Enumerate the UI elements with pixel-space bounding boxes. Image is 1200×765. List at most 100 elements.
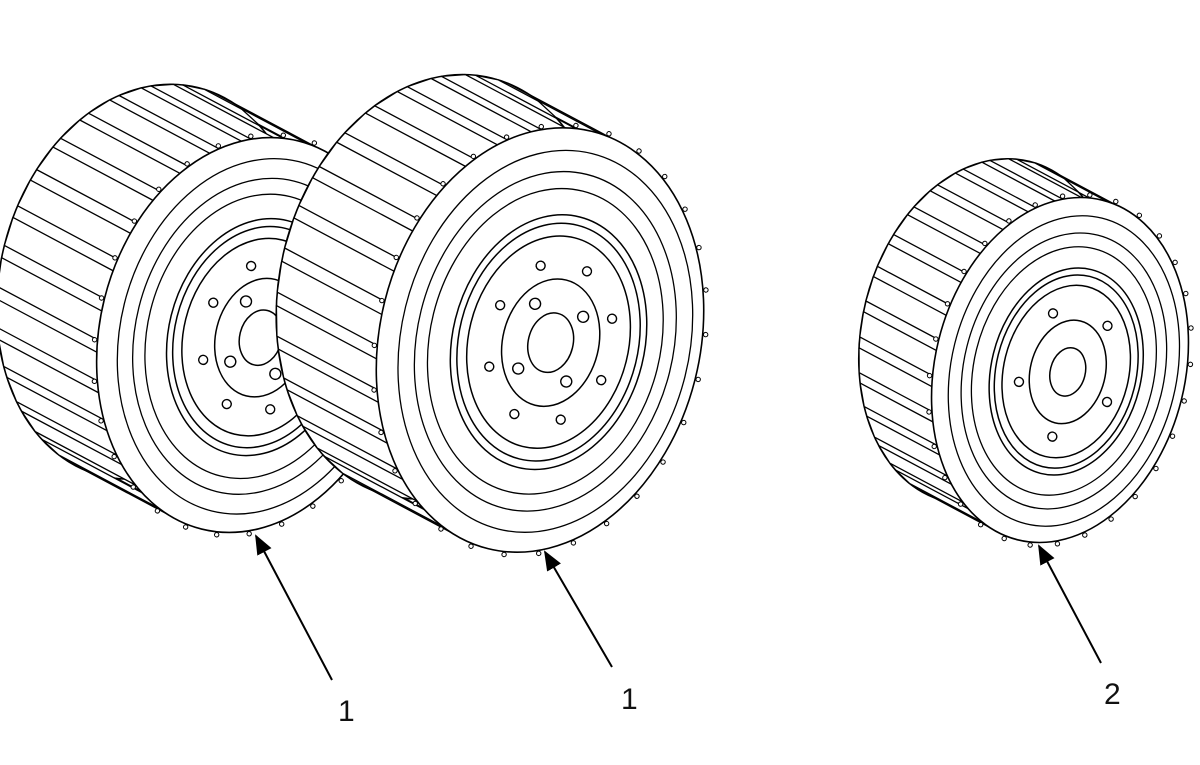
tread-notch (468, 543, 474, 549)
tread-notch (538, 123, 544, 130)
callout-label-2: 2 (1104, 678, 1121, 711)
hub-stud (269, 367, 282, 381)
tread-notch (603, 520, 610, 527)
tread-notch (91, 337, 98, 343)
tread-notch (933, 336, 939, 342)
tread-notch (1156, 233, 1163, 239)
tread-notch (1027, 542, 1033, 548)
tread-notch (278, 521, 285, 527)
tread-notch (1059, 193, 1066, 199)
lug-nut (535, 260, 546, 271)
tread-notch (702, 331, 709, 338)
tread-notch (606, 131, 612, 137)
tread-notch (570, 540, 577, 546)
sidewall-ring (413, 170, 677, 512)
lug-nut (197, 354, 209, 366)
tread-notch (662, 173, 668, 180)
sidewall-ring (960, 232, 1168, 510)
tread-notch (98, 418, 104, 424)
lug-nut (1013, 376, 1025, 388)
tread-notch (682, 206, 688, 212)
tread-notch (371, 342, 378, 349)
tread-notch (942, 474, 948, 481)
tread-notch (931, 443, 937, 450)
tread-notch (98, 295, 105, 301)
sidewall-ring (426, 187, 664, 495)
hub-center (527, 312, 575, 374)
tread-notch (1188, 325, 1194, 331)
tread-notch (154, 508, 161, 514)
tread-notch (503, 134, 510, 140)
sidewall-ring (947, 215, 1181, 527)
tread-notch (703, 287, 709, 293)
hub-stud (576, 310, 590, 323)
tread-notch (536, 550, 542, 557)
lug-nut (1047, 431, 1058, 442)
tread-notch (280, 132, 287, 138)
tread-notch (977, 521, 984, 528)
tread-notch (660, 459, 666, 465)
tread-notch (213, 532, 220, 538)
callout-label-1-right: 1 (621, 683, 638, 716)
tread-notch (371, 387, 377, 393)
tread-notch (501, 551, 507, 558)
tread-notch (414, 215, 420, 221)
tread-notch (573, 122, 579, 129)
tread-notch (1172, 259, 1178, 266)
tread-notch (1153, 465, 1159, 472)
sidewall-ring (397, 149, 694, 533)
tread-notch (311, 140, 318, 146)
lug-nut (1102, 320, 1113, 332)
tread-notch (695, 376, 701, 383)
tread-notch (392, 468, 398, 474)
tread-notch (926, 372, 933, 379)
tread-notch (634, 493, 640, 499)
tread-notch (111, 453, 117, 460)
tread-notch (681, 419, 687, 426)
tread-notch (130, 484, 136, 490)
hub-stud (528, 297, 542, 311)
tread-notch (957, 501, 964, 507)
lug-nut (581, 266, 593, 277)
tread-notch (338, 478, 344, 484)
tread-notch (248, 133, 254, 139)
tread-notch (696, 244, 702, 251)
tread-notch (1113, 198, 1119, 205)
tread-notch (378, 429, 384, 436)
lug-nut (595, 374, 607, 386)
lug-nut (1101, 396, 1113, 408)
lug-nut (221, 398, 232, 410)
tread-notch (1082, 532, 1088, 538)
tread-notch (1183, 290, 1189, 297)
steer-wheel (857, 157, 1194, 548)
tread-notch (412, 500, 418, 507)
tread-notch (1132, 493, 1138, 500)
leader-arrow-3 (1038, 544, 1102, 664)
tread-notch (393, 254, 399, 261)
hub-stud (224, 355, 237, 368)
drive-wheel-right (275, 73, 709, 558)
tread-notch (636, 148, 642, 154)
lug-nut (265, 404, 276, 415)
lug-nut (208, 297, 219, 308)
lug-nut (606, 313, 618, 324)
leader-arrow-2 (543, 550, 613, 668)
hub-stud (239, 295, 253, 308)
tread-notch (982, 240, 988, 247)
tread-notch (379, 297, 385, 304)
tread-notch (1087, 192, 1093, 198)
tread-notch (1006, 218, 1012, 224)
lug-nut (484, 361, 495, 372)
tread-notch (926, 409, 932, 415)
lug-nut (1047, 308, 1059, 319)
tread-notch (215, 143, 222, 149)
sidewall-ring (970, 246, 1158, 496)
hub-stud (512, 362, 525, 375)
callout-leaders (255, 534, 1102, 681)
tread-notch (131, 218, 138, 224)
tread-notch (182, 524, 189, 530)
tread-notch (1181, 398, 1187, 404)
tread-notch (112, 255, 118, 261)
tread-notch (944, 301, 951, 307)
